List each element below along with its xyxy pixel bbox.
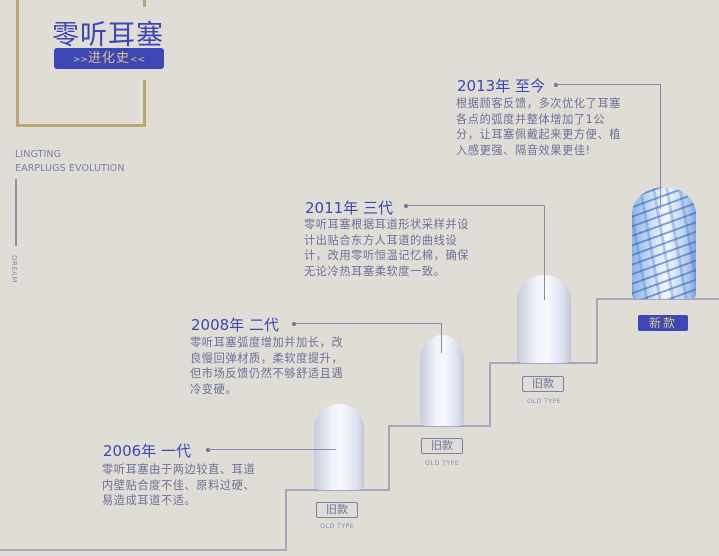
era-description: 根据顾客反馈，多次优化了耳塞各点的弧度并整体增加了1公分，让耳塞佩戴起来更方便、… — [456, 97, 622, 157]
era-title: 2008年 二代 — [191, 316, 279, 334]
subtitle-prefix: >> — [72, 55, 88, 65]
stair-step-2-floor — [285, 489, 390, 491]
stair-step-5-floor — [596, 298, 719, 300]
stair-step-4-riser — [596, 298, 598, 364]
earplug-gen1-image — [314, 404, 364, 490]
stair-step-3-floor — [388, 425, 491, 427]
subtitle-suffix: << — [130, 55, 146, 65]
era-title: 2006年 一代 — [103, 442, 191, 460]
subtitle-text: 进化史 — [87, 51, 130, 66]
stair-step-4-floor — [489, 362, 598, 364]
old-type-tag-en: OLD TYPE — [527, 397, 562, 405]
old-type-tag: 旧款 — [421, 438, 463, 454]
english-caption-line1: LINGTING — [15, 149, 62, 160]
connector-line — [208, 449, 336, 450]
era-title: 2013年 至今 — [457, 77, 545, 95]
subtitle-badge: >>进化史<< — [54, 48, 164, 69]
caption-divider — [15, 179, 17, 246]
old-type-tag: 旧款 — [316, 502, 358, 518]
old-type-tag: 旧款 — [522, 376, 564, 392]
era-title: 2011年 三代 — [305, 199, 393, 217]
stair-step-3-riser — [489, 362, 491, 427]
connector-line-vertical — [441, 323, 442, 353]
frame-bottom-border — [16, 124, 146, 127]
frame-right-border-bottom — [143, 80, 146, 127]
connector-line-vertical — [660, 84, 661, 209]
stair-step-2-riser — [388, 425, 390, 491]
english-caption-line2: EARPLUGS EVOLUTION — [15, 163, 125, 174]
connector-line — [406, 205, 545, 206]
connector-line — [556, 84, 661, 85]
connector-line-vertical — [544, 205, 545, 300]
english-caption: LINGTING EARPLUGS EVOLUTION — [15, 148, 125, 176]
connector-dot — [554, 83, 558, 87]
earplug-new-image — [632, 187, 696, 299]
old-type-tag-en: OLD TYPE — [425, 459, 460, 467]
earplug-gen2-image — [420, 335, 464, 426]
connector-line — [294, 323, 442, 324]
new-type-tag: 新款 — [638, 315, 688, 331]
page-title: 零听耳塞 — [52, 20, 164, 51]
frame-right-border-top — [143, 0, 146, 7]
connector-dot — [292, 322, 296, 326]
connector-dot — [404, 204, 408, 208]
connector-dot — [206, 448, 210, 452]
vertical-caption: DREAM — [10, 255, 18, 284]
stair-step-1-riser — [285, 489, 287, 551]
old-type-tag-en: OLD TYPE — [320, 522, 355, 530]
era-description: 零听耳塞由于两边较直、耳道内壁贴合度不佳、原料过硬、易造成耳道不适。 — [102, 463, 256, 507]
era-description: 零听耳塞弧度增加并加长，改良慢回弹材质，柔软度提升，但市场反馈仍然不够舒适且遇冷… — [190, 336, 344, 396]
frame-left-border — [16, 0, 19, 127]
stair-step-1-floor — [0, 549, 287, 551]
era-description: 零听耳塞根据耳道形状采样并设计出贴合东方人耳道的曲线设计，改用零听恒温记忆棉，确… — [304, 218, 470, 278]
